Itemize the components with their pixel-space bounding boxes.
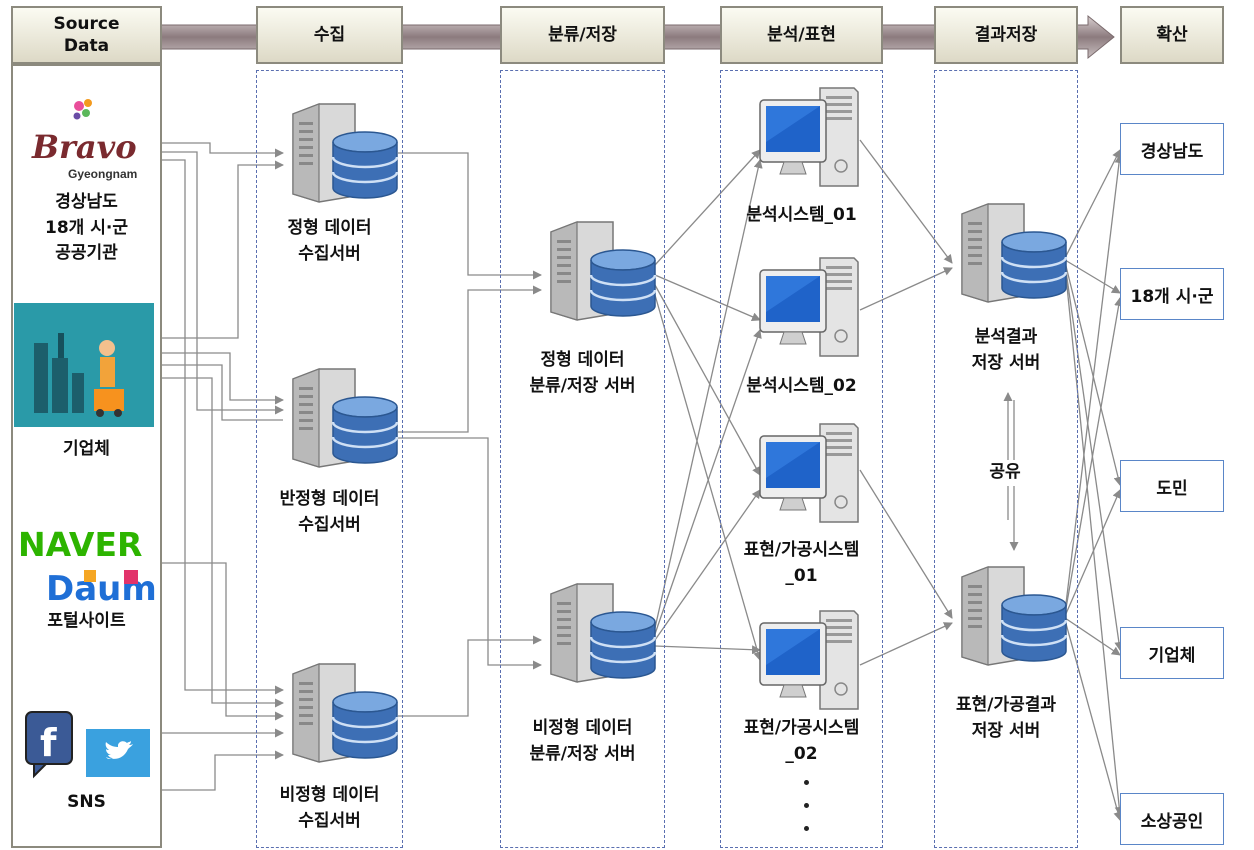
link-gov-collect1 bbox=[140, 142, 284, 158]
twitter-icon bbox=[86, 729, 150, 777]
classify-server-structured-label: 정형 데이터 분류/저장 서버 bbox=[529, 350, 636, 396]
link-portal-collect3 bbox=[162, 562, 284, 721]
presentation-system-01-icon bbox=[758, 418, 862, 534]
ellipsis-dot bbox=[804, 780, 809, 785]
analysis-system-02-icon bbox=[758, 252, 862, 368]
link-gov-collect2 bbox=[140, 151, 284, 415]
analyze-column bbox=[720, 70, 883, 848]
source-company-label: 기업체 bbox=[63, 439, 110, 459]
svg-text:Bravo: Bravo bbox=[31, 128, 137, 166]
bravo-gyeongnam-logo: Bravo Gyeongnam bbox=[24, 96, 154, 186]
target-18-cities: 18개 시·군 bbox=[1120, 268, 1224, 320]
target-companies: 기업체 bbox=[1120, 627, 1224, 679]
stage-header-source: Source Data bbox=[11, 6, 162, 64]
link-gov-collect3 bbox=[140, 159, 284, 695]
link-company-collect2b bbox=[162, 364, 283, 421]
classify-server-unstructured-icon bbox=[541, 580, 659, 688]
stage-header-classify: 분류/저장 bbox=[500, 6, 665, 64]
share-label: 공유 bbox=[970, 460, 1040, 486]
svg-text:NAVER: NAVER bbox=[18, 525, 142, 564]
source-gov-label: 경상남도 18개 시·군 공공기관 bbox=[45, 192, 128, 263]
result-server-analysis-icon bbox=[952, 200, 1070, 308]
portal-logos: NAVER Daum bbox=[16, 522, 157, 609]
collect-column bbox=[256, 70, 403, 848]
target-residents: 도민 bbox=[1120, 460, 1224, 512]
source-sns-label: SNS bbox=[67, 792, 106, 812]
classify-server-structured-icon bbox=[541, 218, 659, 326]
link-c2-s1 bbox=[398, 285, 542, 433]
analysis-system-02-label: 분석시스템_02 bbox=[746, 376, 857, 396]
classify-server-unstructured-label: 비정형 데이터 분류/저장 서버 bbox=[529, 718, 636, 764]
presentation-system-02-icon bbox=[758, 605, 862, 721]
facebook-icon: f bbox=[24, 710, 74, 780]
result-column bbox=[934, 70, 1078, 848]
link-company-collect1 bbox=[162, 160, 284, 339]
classify-column bbox=[500, 70, 665, 848]
stage-header-collect: 수집 bbox=[256, 6, 403, 64]
link-c2-s2 bbox=[398, 437, 542, 670]
target-small-business: 소상공인 bbox=[1120, 793, 1224, 845]
collect-server-structured-label: 정형 데이터 수집서버 bbox=[287, 218, 372, 264]
svg-text:Gyeongnam: Gyeongnam bbox=[68, 167, 137, 181]
stage-header-result: 결과저장 bbox=[934, 6, 1078, 64]
ellipsis-dot bbox=[804, 826, 809, 831]
analysis-system-01-label: 분석시스템_01 bbox=[746, 205, 857, 225]
company-illustration-icon bbox=[14, 303, 154, 427]
collect-server-semistructured-label: 반정형 데이터 수집서버 bbox=[279, 489, 380, 535]
link-c3-s2 bbox=[398, 635, 542, 717]
svg-text:Daum: Daum bbox=[46, 569, 156, 606]
result-server-presentation-label: 표현/가공결과 저장 서버 bbox=[955, 695, 1057, 741]
collect-server-unstructured-label: 비정형 데이터 수집서버 bbox=[279, 785, 380, 831]
svg-text:f: f bbox=[40, 721, 57, 765]
analysis-system-01-icon bbox=[758, 82, 862, 198]
link-sns-collect3b bbox=[162, 750, 284, 791]
source-portal-label: 포털사이트 bbox=[47, 611, 126, 631]
presentation-system-01-label: 표현/가공시스템 _01 bbox=[743, 540, 860, 586]
result-server-presentation-icon bbox=[952, 563, 1070, 671]
collect-server-structured-icon bbox=[283, 100, 401, 208]
stage-header-spread: 확산 bbox=[1120, 6, 1224, 64]
collect-server-unstructured-icon bbox=[283, 660, 401, 768]
presentation-system-02-label: 표현/가공시스템 _02 bbox=[743, 718, 860, 764]
link-c1-s1 bbox=[398, 152, 542, 280]
link-company-collect3 bbox=[162, 377, 284, 708]
result-server-analysis-label: 분석결과 저장 서버 bbox=[971, 327, 1041, 373]
stage-header-analyze: 분석/표현 bbox=[720, 6, 883, 64]
ellipsis-dot bbox=[804, 803, 809, 808]
collect-server-semistructured-icon bbox=[283, 365, 401, 473]
target-gyeongnam: 경상남도 bbox=[1120, 123, 1224, 175]
